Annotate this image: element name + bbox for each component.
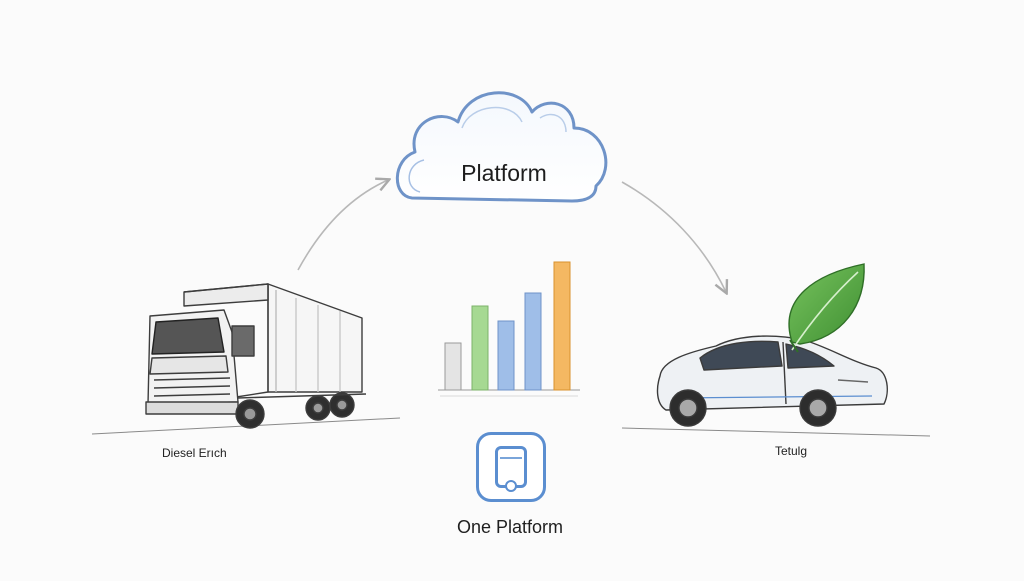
phone-home-button bbox=[505, 480, 517, 492]
truck-icon bbox=[91, 283, 401, 435]
leaf-icon bbox=[788, 263, 865, 353]
car-label: Tetulg bbox=[775, 444, 808, 458]
truck-label: Diesel Erıch bbox=[162, 446, 227, 460]
chart-bar bbox=[524, 292, 542, 391]
chart-bar bbox=[471, 305, 489, 391]
one-platform-label: One Platform bbox=[456, 517, 564, 537]
chart-bar bbox=[444, 342, 462, 391]
arrow-cloud-to-car bbox=[621, 181, 726, 292]
bar-chart-icon bbox=[438, 261, 580, 397]
chart-bar bbox=[497, 320, 515, 391]
cloud-icon bbox=[395, 91, 608, 203]
mobile-app-icon bbox=[476, 432, 546, 502]
arrow-truck-to-cloud bbox=[297, 180, 388, 271]
chart-bar bbox=[553, 261, 571, 391]
cloud-label: Platform bbox=[461, 160, 547, 186]
electric-car-icon bbox=[621, 335, 931, 437]
